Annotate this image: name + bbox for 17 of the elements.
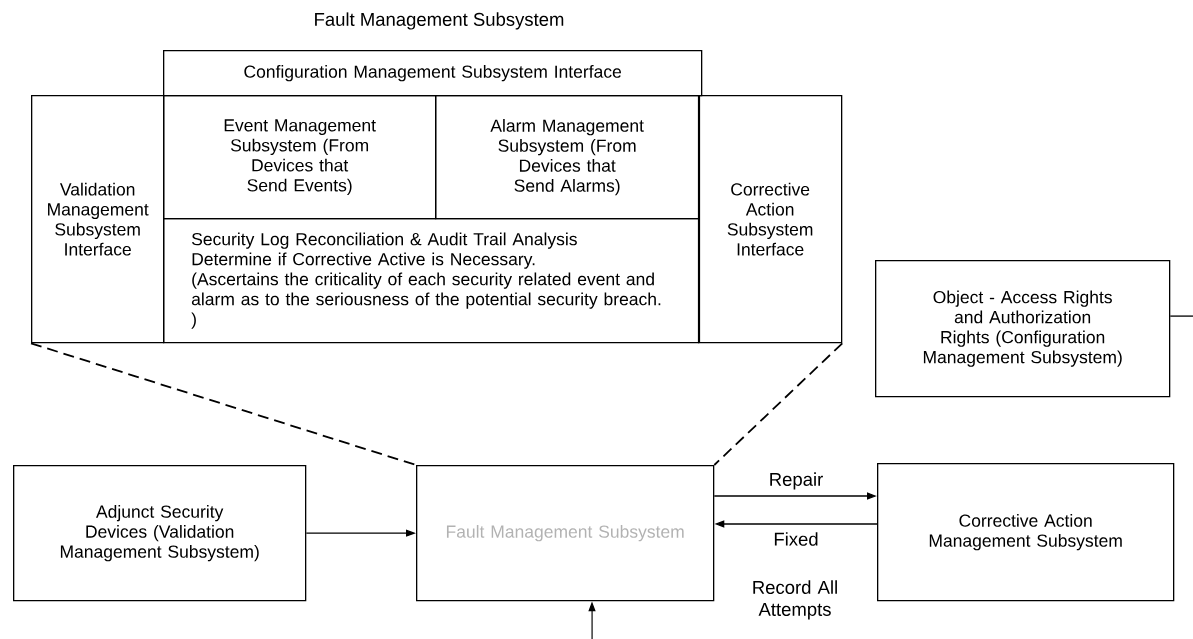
note: Record All Attempts: [753, 580, 837, 620]
subsystem-box: Alarm Management Subsystem (From Devices that Send Alarms): [435, 95, 700, 220]
dashed-line: [713, 342, 844, 466]
process-box: Adjunct Security Devices (Validation Management Subsystem): [13, 465, 307, 602]
process-box: Fault Management Subsystem: [416, 465, 715, 602]
dashed-line: [30, 342, 417, 466]
analysis-box: Security Log Reconciliation & Audit Trail Analysis Determine if Corrective Active is Necessary. (Ascertains the criticality of each security related event and alarm as to the seriousness of the potential security breach. ): [163, 218, 700, 344]
connector-line: [1169, 315, 1193, 317]
process-box: Object - Access Rights and Authorization Rights (Configuration Management Subsystem): [875, 260, 1171, 398]
edge-label: Fixed: [772, 531, 820, 547]
edge-label: Repair: [767, 471, 825, 491]
subsystem-box: Event Management Subsystem (From Devices that Send Events): [163, 95, 437, 220]
process-box: Corrective Action Management Subsystem: [877, 463, 1175, 602]
heading: Fault Management Subsystem: [315, 12, 564, 30]
interface-box: Configuration Management Subsystem Interface: [163, 50, 703, 97]
interface-box: Validation Management Subsystem Interface: [31, 95, 165, 344]
interface-box: Corrective Action Subsystem Interface: [698, 95, 843, 344]
